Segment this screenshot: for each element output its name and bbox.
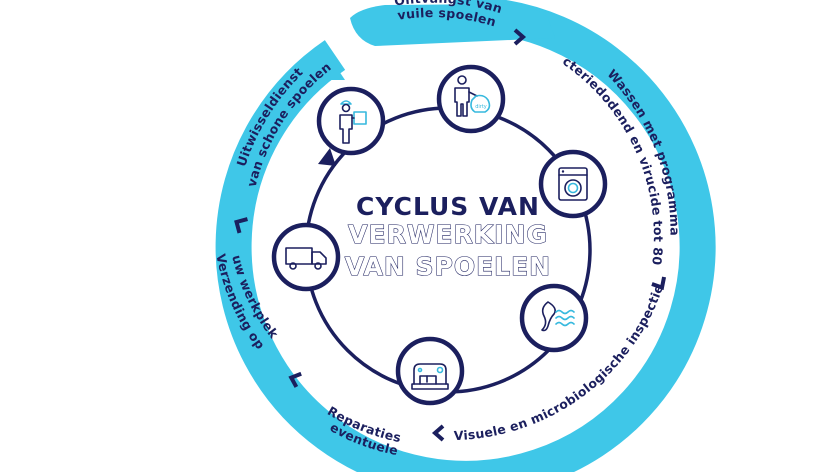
truck-icon — [285, 247, 327, 270]
outer-ring-band — [215, 0, 716, 472]
chevron-left-icon — [288, 371, 302, 388]
delivery-person-icon — [339, 100, 367, 144]
title-line-2: VERWERKING — [348, 220, 548, 249]
ring-arrow-tab — [350, 4, 555, 46]
node-inspection — [519, 283, 589, 353]
person-with-bag-icon: dirty — [454, 75, 491, 117]
microbe-waves-icon — [541, 301, 575, 332]
chevron-left-icon — [431, 424, 445, 442]
node-reception: dirty — [436, 64, 506, 134]
washing-machine-icon — [558, 167, 588, 201]
node-washing — [538, 149, 608, 219]
chevron-down-icon — [651, 276, 667, 291]
sewing-machine-icon — [411, 363, 449, 390]
ring-arrow-tip — [290, 50, 345, 80]
node-shipping — [271, 222, 341, 292]
chevron-up-icon — [234, 217, 248, 234]
bag-badge-text: dirty — [475, 104, 487, 110]
center-title: CYCLUS VAN VERWERKING VAN SPOELEN — [344, 192, 551, 282]
node-exchange — [316, 86, 386, 156]
title-line-1: CYCLUS VAN — [356, 192, 540, 221]
cycle-arrow-head-icon — [318, 148, 336, 166]
node-repair — [395, 336, 465, 406]
outer-ring — [215, 0, 716, 472]
title-line-3: VAN SPOELEN — [345, 252, 551, 281]
ring-chevrons — [234, 28, 667, 442]
chevron-right-icon — [513, 28, 527, 46]
